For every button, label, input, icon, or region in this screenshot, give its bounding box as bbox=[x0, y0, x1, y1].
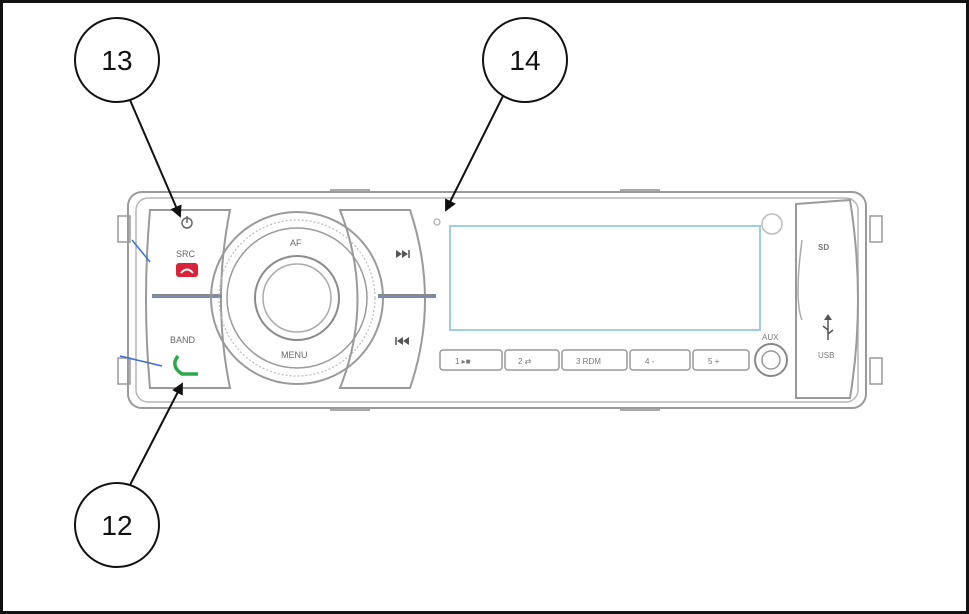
preset-button-3[interactable]: 3 RDM bbox=[576, 357, 601, 366]
callout-14: 14 bbox=[445, 17, 568, 212]
sd-label: SD bbox=[818, 243, 829, 252]
aux-label: AUX bbox=[762, 333, 779, 342]
preset-button-4[interactable]: 4 - bbox=[645, 357, 655, 366]
display-screen bbox=[449, 225, 761, 331]
end-call-icon bbox=[176, 263, 198, 277]
radio-faceplate bbox=[117, 189, 883, 411]
power-icon bbox=[181, 216, 193, 229]
seek-back-icon bbox=[395, 337, 409, 345]
call-icon bbox=[173, 354, 198, 376]
band-label: BAND bbox=[170, 335, 196, 345]
seek-button-panel bbox=[338, 209, 436, 389]
dial-bottom-label: MENU bbox=[281, 350, 308, 360]
callout-13-number: 13 bbox=[101, 45, 132, 76]
preset-button-2[interactable]: 2 ⇄ bbox=[518, 357, 532, 366]
preset-button-row bbox=[439, 349, 750, 371]
usb-label: USB bbox=[818, 351, 834, 360]
display-sensor bbox=[761, 213, 783, 235]
src-label: SRC bbox=[176, 249, 196, 259]
callout-14-number: 14 bbox=[509, 45, 540, 76]
usb-icon bbox=[822, 314, 834, 340]
callout-12-number: 12 bbox=[101, 510, 132, 541]
callout-12: 12 bbox=[74, 382, 183, 568]
dial-top-label: AF bbox=[290, 238, 302, 248]
seek-forward-icon bbox=[396, 250, 410, 258]
aux-jack[interactable] bbox=[754, 343, 788, 377]
preset-button-5[interactable]: 5 + bbox=[708, 357, 720, 366]
sd-usb-door bbox=[795, 198, 859, 399]
callout-13: 13 bbox=[74, 17, 182, 218]
preset-button-1[interactable]: 1 ▸■ bbox=[455, 357, 471, 366]
indicator-led bbox=[433, 218, 441, 226]
